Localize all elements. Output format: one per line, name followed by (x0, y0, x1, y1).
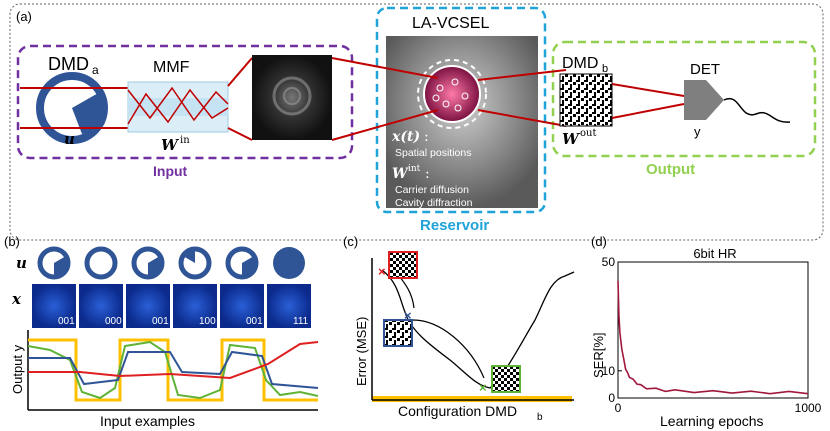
target-signal (28, 338, 318, 402)
dmd-b-pattern (559, 73, 613, 127)
dmd-b-sub: b (602, 63, 608, 75)
w-out-sup: out (580, 128, 596, 139)
w-int-sup: int (408, 164, 421, 174)
c-xlabel-sub: b (537, 412, 543, 423)
blue-output (28, 350, 319, 389)
vcsel-image (386, 36, 538, 208)
x-tile: 000 (79, 284, 123, 328)
green-output (27, 340, 319, 400)
d-ylabel: SER[%] (591, 332, 606, 378)
reservoir-box (375, 6, 547, 214)
speckle-image (252, 55, 332, 140)
y-tick-label: 0 (608, 391, 615, 405)
y-tick-label: 10 (602, 364, 616, 378)
x-tile: 001 (126, 284, 170, 328)
u-label: u (64, 130, 75, 148)
vcsel-title: LA-VCSEL (412, 15, 489, 32)
det-label: DET (690, 61, 720, 78)
x-tile-label: 001 (246, 316, 263, 327)
red-output (28, 341, 319, 380)
panel-b-label: (b) (4, 234, 20, 249)
c-ylabel: Error (MSE) (354, 317, 369, 386)
panel-d-label: (d) (591, 234, 607, 249)
w-int-colon: : (425, 166, 430, 182)
x-t-label: x(t) (391, 129, 420, 145)
w-int-label: W (392, 166, 409, 182)
c-pattern-start (388, 251, 418, 279)
panel-a-frame (9, 3, 824, 241)
d-title: 6bit HR (693, 246, 736, 261)
x-tile-label: 001 (152, 316, 169, 327)
w-out-label: W (562, 130, 581, 148)
x-tile-label: 001 (58, 316, 75, 327)
x-tile: 111 (267, 284, 311, 328)
panel-a-label: (a) (16, 9, 32, 24)
dmd-a-label: DMD (48, 54, 89, 74)
u-icon (225, 246, 259, 280)
spatial-label: Spatial positions (395, 147, 471, 159)
u-icon (178, 246, 212, 280)
c-min-band (372, 396, 572, 402)
x-tile-label: 100 (199, 316, 216, 327)
detector-icon (684, 80, 724, 120)
c-xlabel: Configuration DMD (398, 403, 517, 419)
mmf-fiber-icon (127, 81, 229, 133)
carrier-label: Carrier diffusion (395, 184, 469, 196)
x-tile: 100 (173, 284, 217, 328)
c-pattern-end (491, 365, 521, 393)
d-plot-frame (617, 261, 809, 399)
panel-c-label: (c) (343, 234, 358, 249)
x-tick-label: 0 (615, 401, 622, 415)
u-icon (84, 246, 118, 280)
d-chart-marks: 0 10 50 0 1000 (602, 255, 822, 415)
cavity-label: Cavity diffraction (395, 197, 473, 209)
x-tile-label: 000 (105, 316, 122, 327)
error-curve (381, 269, 575, 389)
ser-series-line (617, 281, 809, 395)
x-t-colon: : (424, 129, 429, 145)
x-tile: 001 (220, 284, 264, 328)
output-label: Output (646, 161, 695, 178)
b-ylabel: Output y (10, 344, 25, 394)
svg-text:×: × (479, 380, 487, 395)
mmf-label: MMF (153, 59, 190, 76)
y-label: y (694, 124, 701, 139)
w-in-sup: in (180, 135, 190, 146)
dmd-a-icon (36, 72, 108, 144)
svg-text:×: × (378, 264, 386, 279)
b-xlabel: Input examples (100, 413, 195, 429)
d-xlabel: Learning epochs (660, 413, 764, 429)
input-label: Input (153, 163, 188, 179)
x-tick-label: 1000 (795, 401, 822, 415)
dmd-b-label: DMD (562, 55, 598, 72)
b-x-label: x (11, 290, 22, 308)
input-box (16, 44, 354, 160)
x-tile-label: 111 (293, 316, 309, 327)
y-tick-label: 50 (602, 255, 616, 269)
u-icon (37, 246, 71, 280)
w-in-label: W (161, 136, 180, 154)
b-u-label: u (16, 254, 27, 272)
u-icons (37, 246, 305, 280)
reservoir-label: Reservoir (420, 217, 489, 234)
u-icon (131, 246, 165, 280)
c-pattern-mid (383, 319, 413, 347)
x-tile: 001 (32, 284, 76, 328)
u-icon (273, 247, 305, 279)
output-box (551, 40, 817, 158)
x-tiles: 001 000 001 100 001 111 (32, 284, 311, 328)
dmd-a-sub: a (92, 63, 99, 77)
svg-text:×: × (404, 308, 412, 323)
